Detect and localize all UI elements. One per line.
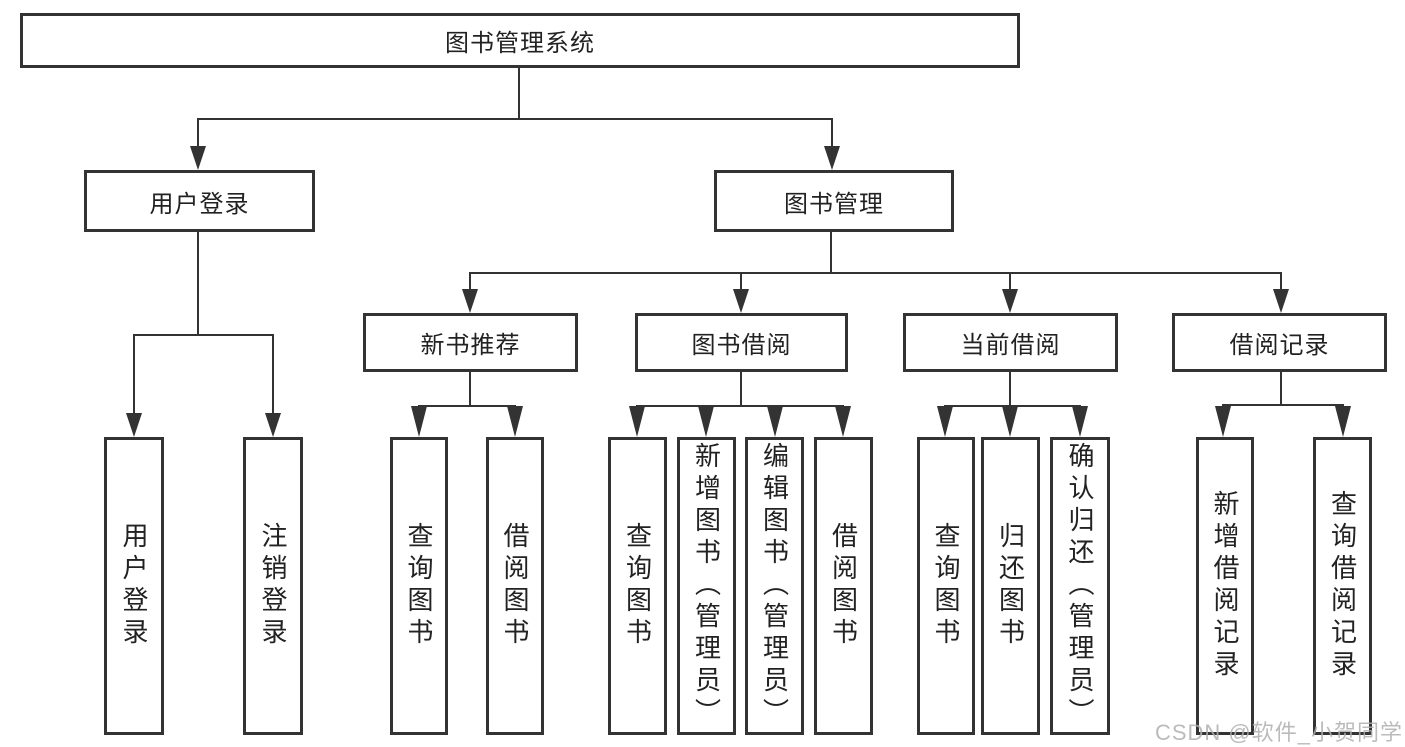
leaf-label: 借阅图书: [500, 522, 530, 650]
csdn-watermark: CSDN @软件_小贺同学: [1154, 720, 1403, 745]
leaf-logout: 注销登录: [243, 437, 303, 735]
leaf-borrow-books-recommend: 借阅图书: [486, 437, 544, 735]
leaf-label: 归还图书: [995, 522, 1026, 650]
arrowhead-down-icon: [507, 406, 523, 437]
connector-line: [197, 232, 199, 336]
leaf-label: 查询图书: [931, 522, 961, 650]
arrowhead-down-icon: [629, 406, 645, 437]
node-label: 借阅记录: [1229, 332, 1330, 359]
connector-line: [831, 118, 833, 148]
node-book-management: 图书管理: [714, 170, 954, 232]
connector-line: [469, 272, 1282, 274]
leaf-borrow-books: 借阅图书: [814, 437, 873, 735]
arrowhead-down-icon: [824, 146, 840, 170]
connector-line: [418, 405, 516, 407]
leaf-confirm-return-admin: 确认归还（管理员）: [1050, 437, 1110, 735]
connector-line: [740, 272, 742, 291]
connector-line: [272, 334, 274, 415]
node-book-borrowing: 图书借阅: [635, 313, 848, 372]
connector-line: [1222, 404, 1344, 406]
connector-line: [133, 334, 135, 415]
node-label: 图书管理系统: [445, 30, 595, 57]
connector-line: [636, 405, 844, 407]
arrowhead-down-icon: [411, 406, 427, 437]
leaf-label: 查询图书: [404, 522, 434, 650]
node-new-book-recommend: 新书推荐: [363, 313, 578, 372]
connector-line: [197, 118, 833, 120]
arrowhead-down-icon: [1335, 406, 1351, 437]
leaf-add-books-admin: 新增图书（管理员）: [677, 437, 736, 735]
node-label: 用户登录: [149, 190, 250, 218]
leaf-edit-books-admin: 编辑图书（管理员）: [745, 437, 804, 735]
leaf-return-books: 归还图书: [981, 437, 1040, 735]
leaf-label: 确认归还（管理员）: [1065, 442, 1095, 730]
arrowhead-down-icon: [462, 289, 478, 313]
connector-line: [1280, 272, 1282, 291]
arrowhead-down-icon: [1072, 406, 1088, 437]
arrowhead-down-icon: [835, 406, 851, 437]
arrowhead-down-icon: [1215, 406, 1231, 437]
node-user-login: 用户登录: [84, 170, 315, 232]
node-label: 当前借阅: [960, 332, 1061, 359]
arrowhead-down-icon: [767, 406, 783, 437]
node-current-borrowing: 当前借阅: [903, 313, 1118, 372]
arrowhead-down-icon: [1002, 289, 1018, 313]
arrowhead-down-icon: [190, 146, 206, 170]
node-label: 新书推荐: [420, 332, 521, 359]
connector-line: [469, 372, 471, 406]
connector-line: [518, 68, 520, 119]
node-borrowing-records: 借阅记录: [1172, 313, 1387, 372]
connector-line: [197, 118, 199, 148]
leaf-query-books-borrowing: 查询图书: [608, 437, 667, 735]
connector-line: [1280, 372, 1282, 405]
arrowhead-down-icon: [698, 406, 714, 437]
connector-line: [740, 372, 742, 406]
leaf-add-borrow-record: 新增借阅记录: [1196, 437, 1254, 735]
arrowhead-down-icon: [265, 413, 281, 437]
leaf-label: 注销登录: [258, 522, 288, 650]
leaf-label: 用户登录: [119, 522, 149, 650]
leaf-label: 查询图书: [622, 522, 653, 650]
leaf-query-books-current: 查询图书: [917, 437, 975, 735]
connector-line: [1009, 272, 1011, 291]
leaf-query-borrow-record: 查询借阅记录: [1313, 437, 1372, 735]
arrowhead-down-icon: [733, 289, 749, 313]
leaf-user-login: 用户登录: [104, 437, 164, 735]
arrowhead-down-icon: [1273, 289, 1289, 313]
arrowhead-down-icon: [937, 406, 953, 437]
leaf-label: 查询借阅记录: [1327, 490, 1358, 682]
connector-line: [133, 334, 274, 336]
arrowhead-down-icon: [1002, 406, 1018, 437]
leaf-label: 新增图书（管理员）: [691, 442, 722, 730]
arrowhead-down-icon: [126, 413, 142, 437]
node-root: 图书管理系统: [20, 13, 1020, 68]
leaf-query-books-recommend: 查询图书: [390, 437, 448, 735]
node-label: 图书管理: [784, 190, 884, 218]
leaf-label: 借阅图书: [828, 522, 859, 650]
leaf-label: 新增借阅记录: [1210, 490, 1240, 682]
connector-line: [1009, 372, 1011, 406]
connector-line: [830, 232, 832, 273]
connector-line: [469, 272, 471, 291]
node-label: 图书借阅: [691, 332, 792, 359]
leaf-label: 编辑图书（管理员）: [759, 442, 790, 730]
